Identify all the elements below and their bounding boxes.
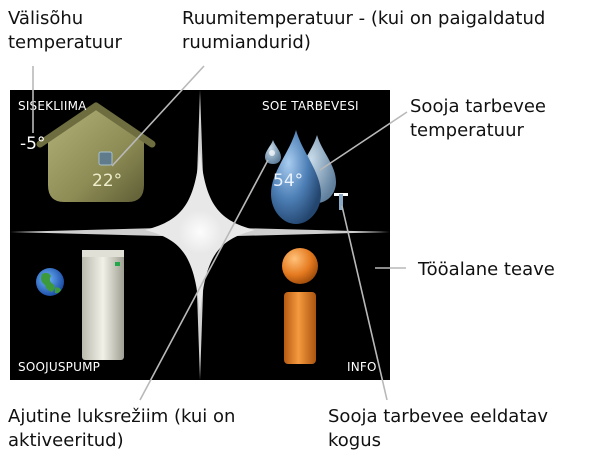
hot-water-amount-gauge — [334, 193, 348, 210]
callout-amount-line-1: Sooja tarbevee eeldatav — [328, 406, 549, 427]
callout-temporary-lux: Ajutine luksrežiim (kui on aktiveeritud) — [8, 406, 235, 452]
callout-room-line-2: ruumiandurid) — [182, 32, 311, 53]
callout-outdoor-line-1: Välisõhu — [8, 8, 84, 29]
callout-hot-water-line-1: Sooja tarbevee — [410, 96, 546, 117]
callout-lux-line-2: aktiveeritud) — [8, 430, 124, 451]
control-display: SISEKLIIMA SOE TARBEVESI SOOJUSPUMP INFO… — [10, 90, 390, 380]
info-icon — [282, 248, 318, 364]
callout-operating-info: Tööalane teave — [418, 259, 555, 281]
callout-hot-water-amount: Sooja tarbevee eeldatav kogus — [328, 406, 548, 452]
quadrant-label-info: INFO — [347, 360, 377, 374]
room-sensor-icon — [98, 151, 113, 166]
callout-amount-line-2: kogus — [328, 430, 382, 451]
heat-pump-icon — [82, 250, 124, 360]
callout-lux-line-1: Ajutine luksrežiim (kui on — [8, 406, 236, 427]
outdoor-temperature-value: -5° — [20, 134, 46, 154]
callout-room-temperature: Ruumitemperatuur - (kui on paigaldatud r… — [182, 8, 545, 54]
lux-indicator — [269, 150, 275, 156]
quadrant-label-heat-pump: SOOJUSPUMP — [18, 360, 101, 374]
callout-hot-water-temperature: Sooja tarbevee temperatuur — [410, 96, 546, 142]
callout-operating-line-1: Tööalane teave — [418, 259, 555, 280]
quadrant-label-hot-water: SOE TARBEVESI — [262, 99, 359, 113]
quadrant-label-indoor-climate: SISEKLIIMA — [18, 99, 87, 113]
display-graphics — [10, 90, 390, 380]
callout-outdoor-temperature: Välisõhu temperatuur — [8, 8, 122, 54]
callout-hot-water-line-2: temperatuur — [410, 120, 524, 141]
callout-outdoor-line-2: temperatuur — [8, 32, 122, 53]
room-temperature-value: 22° — [92, 171, 123, 191]
callout-room-line-1: Ruumitemperatuur - (kui on paigaldatud — [182, 8, 546, 29]
hot-water-temperature-value: 54° — [273, 171, 304, 191]
globe-icon — [36, 268, 64, 296]
